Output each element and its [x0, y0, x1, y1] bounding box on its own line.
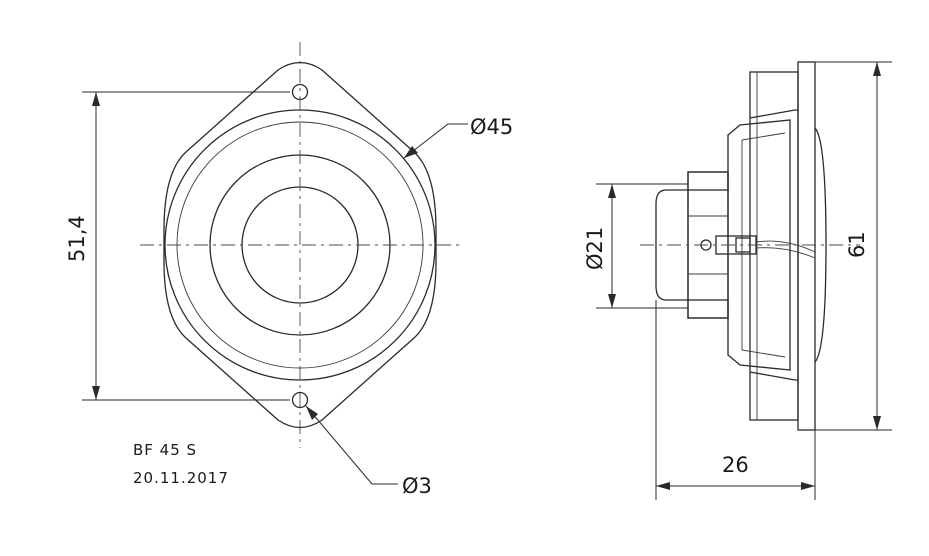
front-diameter-leader — [403, 123, 468, 159]
title-notes: BF 45 S 20.11.2017 — [133, 441, 229, 487]
side-flange-arrow-bottom — [873, 416, 881, 430]
front-mount-hole-bottom — [291, 391, 309, 409]
side-surround — [814, 127, 827, 363]
side-magnet-label: Ø21 — [583, 227, 607, 270]
side-basket — [727, 119, 791, 371]
front-hole-leader — [305, 405, 398, 485]
date-label: 20.11.2017 — [133, 469, 229, 487]
front-height-label: 51,4 — [65, 215, 89, 262]
model-label: BF 45 S — [133, 441, 197, 459]
front-hole-arrow — [306, 406, 318, 420]
side-magnet-step-bottom — [687, 299, 729, 319]
side-flange-arrow-top — [873, 62, 881, 76]
front-height-arrow-top — [92, 92, 100, 106]
front-height-arrow-bottom — [92, 386, 100, 400]
front-hole-label: Ø3 — [402, 474, 432, 498]
side-basket-outline — [749, 109, 798, 381]
side-lead-wire — [755, 240, 816, 259]
front-diameter-arrow — [404, 146, 418, 158]
side-view: Ø21 61 26 — [583, 61, 892, 500]
side-depth-arrow-right — [801, 482, 815, 490]
front-diameter-label: Ø45 — [470, 115, 513, 139]
side-magnet-arrow-bottom — [608, 294, 616, 308]
side-magnet-step-top — [687, 171, 729, 191]
side-magnet-arrow-top — [608, 184, 616, 198]
side-depth-arrow-left — [656, 482, 670, 490]
side-flange-label: 61 — [845, 231, 869, 258]
side-depth-label: 26 — [722, 453, 749, 477]
front-view: 51,4 Ø45 Ø3 — [65, 42, 513, 498]
side-magnet — [655, 189, 689, 301]
